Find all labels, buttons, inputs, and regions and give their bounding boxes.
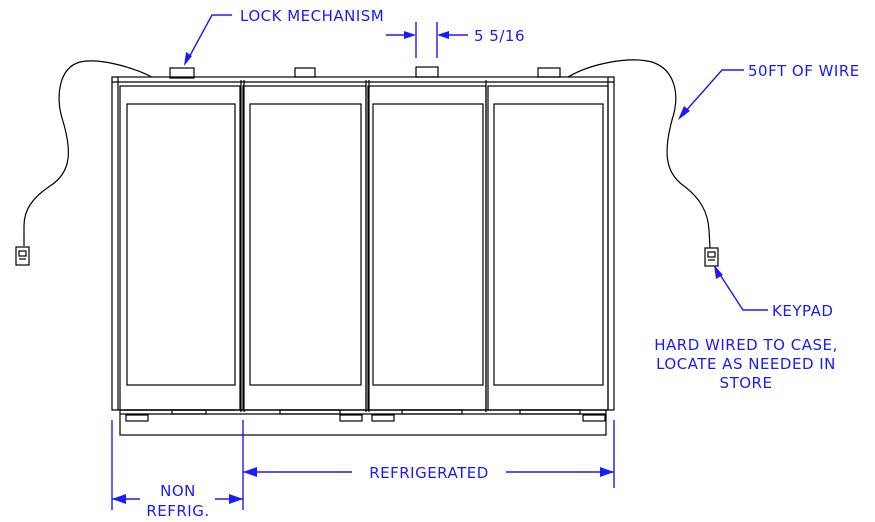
display-case	[111, 66, 615, 436]
lock-mechanism-label: LOCK MECHANISM	[240, 7, 384, 25]
lock-mechanism-3	[415, 66, 439, 78]
door-frame-4	[487, 85, 609, 411]
door-bottom-hardware	[124, 409, 606, 422]
lock-mechanism-4	[537, 67, 561, 78]
keypad-right	[704, 247, 719, 267]
lock-mechanism-callout: LOCK MECHANISM	[184, 7, 384, 66]
note-line-1: HARD WIRED TO CASE,	[654, 336, 838, 354]
refrigerated-label: REFRIGERATED	[369, 464, 489, 482]
case-outer-frame	[111, 76, 615, 411]
wire-callout: 50FT OF WIRE	[678, 62, 860, 120]
wire-label: 50FT OF WIRE	[748, 62, 860, 80]
wire-right	[567, 59, 711, 249]
glass-panel-1	[126, 103, 236, 386]
dimension-callout: 5 5/16	[386, 22, 525, 58]
note-line-3: STORE	[720, 374, 773, 392]
wire-left	[23, 60, 153, 246]
non-refrig-label-line-2: REFRIG.	[146, 502, 209, 520]
non-refrig-label-line-1: NON	[160, 482, 196, 500]
keypad-callout: KEYPAD	[714, 265, 833, 320]
door-frame-2	[242, 85, 367, 411]
glass-panel-3	[372, 103, 484, 386]
lock-mechanism-2	[294, 67, 316, 78]
non-refrig-dimension: NON REFRIG.	[112, 482, 243, 520]
glass-panel-2	[249, 103, 362, 386]
lock-mechanism-1	[169, 67, 195, 79]
keypad-label: KEYPAD	[772, 302, 833, 320]
keypad-note: HARD WIRED TO CASE, LOCATE AS NEEDED IN …	[654, 336, 838, 392]
note-line-2: LOCATE AS NEEDED IN	[656, 355, 836, 373]
door-frame-3	[367, 85, 487, 411]
door-frame-1	[119, 85, 241, 411]
refrigerated-dimension: REFRIGERATED	[243, 464, 614, 482]
keypad-left	[15, 246, 30, 266]
glass-panel-4	[493, 103, 604, 386]
dimension-label: 5 5/16	[474, 27, 525, 45]
